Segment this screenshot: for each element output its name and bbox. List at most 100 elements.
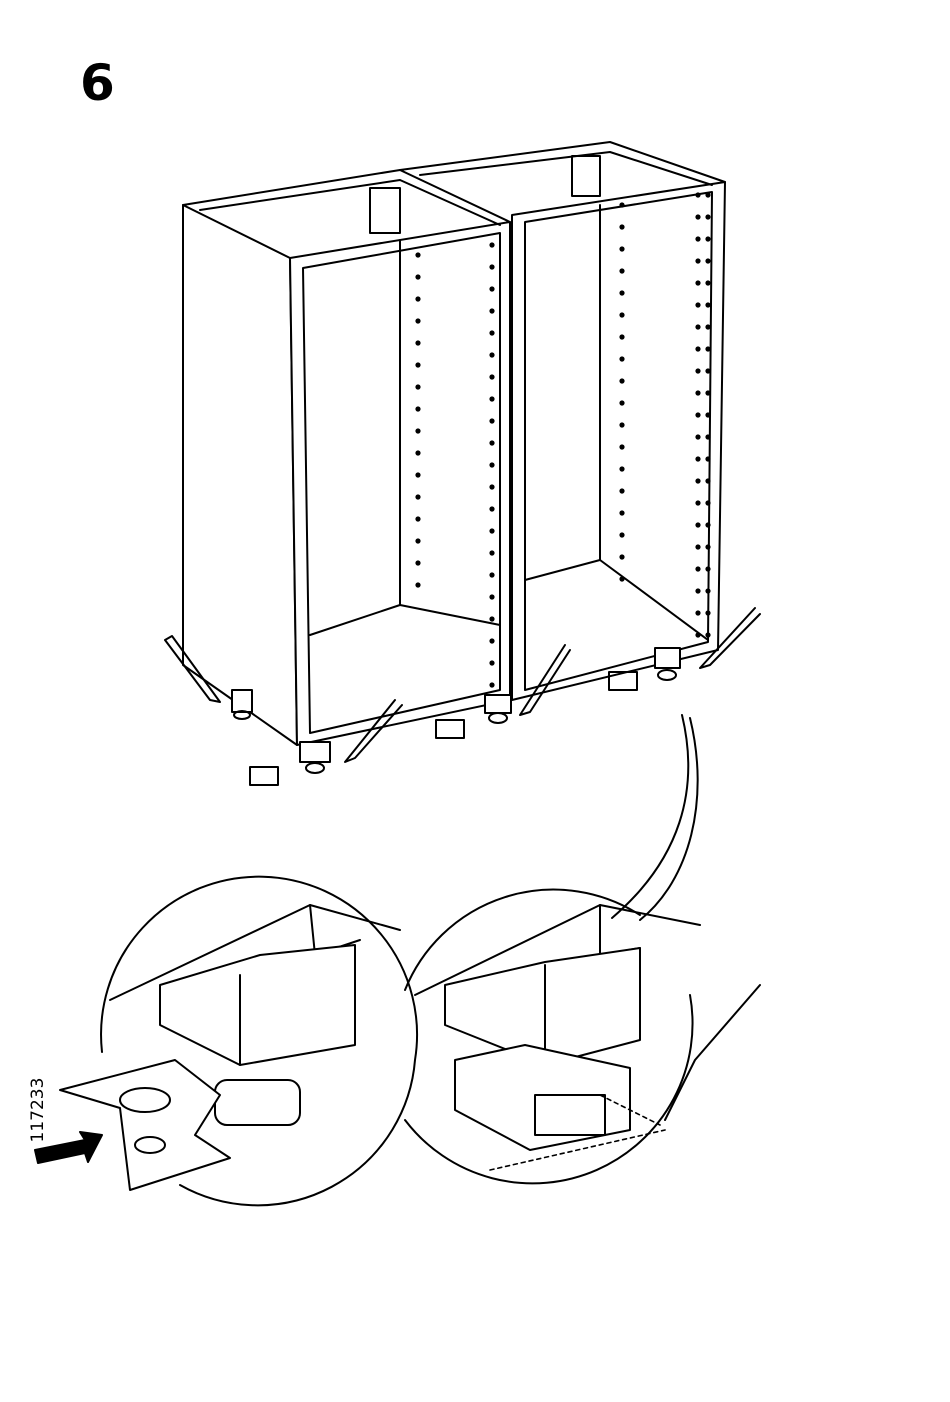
hole-dot [489,660,495,666]
hole-dot [695,214,701,220]
hole-dot [415,274,421,280]
hole-dot [695,192,701,198]
hole-dot [619,422,625,428]
legs [231,647,681,774]
hole-dot [415,384,421,390]
hole-dot [489,616,495,622]
hole-dot [695,522,701,528]
hole-dot [705,412,711,418]
hole-dot [415,582,421,588]
hole-dot [619,312,625,318]
hole-dot [415,516,421,522]
hole-dot [415,494,421,500]
hole-dot [619,224,625,230]
hole-dot [415,252,421,258]
hole-dot [415,450,421,456]
hole-dot [489,594,495,600]
hole-dot [415,318,421,324]
arrow-icon [34,1131,103,1164]
hole-dot [695,346,701,352]
hole-dot [695,412,701,418]
clips [249,671,638,786]
hole-dot [415,296,421,302]
hole-dot [619,400,625,406]
hole-dot [489,550,495,556]
hole-dot [705,390,711,396]
hole-dot [619,268,625,274]
hole-dot [705,214,711,220]
hole-dot [415,406,421,412]
hole-dot [705,258,711,264]
hole-dot [489,396,495,402]
hole-dot [489,528,495,534]
hole-dot [705,280,711,286]
hole-dot [705,192,711,198]
hole-dot [619,554,625,560]
hole-dot [695,500,701,506]
hole-dot [695,280,701,286]
hole-dot [705,522,711,528]
hole-dot [695,302,701,308]
hole-dot [619,510,625,516]
callout-curve [611,714,690,919]
shelf-holes [415,192,711,688]
hole-dot [415,340,421,346]
hole-dot [489,374,495,380]
hole-dot [489,352,495,358]
hole-dot [489,484,495,490]
hole-dot [489,638,495,644]
hole-dot [489,264,495,270]
hole-dot [705,544,711,550]
hole-dot [489,286,495,292]
hole-dot [695,632,701,638]
hole-dot [489,242,495,248]
hole-dot [619,334,625,340]
step-number: 6 [80,54,115,112]
hole-dot [695,324,701,330]
hole-dot [695,236,701,242]
hole-dot [705,610,711,616]
hole-dot [695,478,701,484]
hole-dot [619,576,625,582]
hole-dot [489,506,495,512]
hole-dot [695,588,701,594]
hole-dot [695,258,701,264]
hole-dot [695,368,701,374]
right-cabinet-frame [399,141,726,701]
hole-dot [619,246,625,252]
hole-dot [619,202,625,208]
hole-dot [705,346,711,352]
hole-dot [695,434,701,440]
detail-circle-left [59,875,418,1207]
hole-dot [705,456,711,462]
pencil-icons [164,607,761,763]
left-cabinet-frame [182,169,511,746]
hole-dot [415,538,421,544]
hole-dot [705,236,711,242]
hole-dot [619,488,625,494]
hole-dot [489,572,495,578]
hole-dot [695,544,701,550]
hole-dot [695,390,701,396]
hole-dot [705,434,711,440]
hole-dot [619,356,625,362]
hole-dot [415,472,421,478]
hole-dot [489,330,495,336]
hole-dot [619,378,625,384]
hole-dot [415,362,421,368]
hole-dot [489,462,495,468]
hole-dot [705,500,711,506]
hole-dot [415,560,421,566]
hole-dot [489,682,495,688]
hole-dot [415,428,421,434]
hole-dot [619,290,625,296]
hole-dot [619,532,625,538]
hole-dot [705,368,711,374]
hole-dot [705,566,711,572]
hole-dot [695,456,701,462]
hole-dot [619,466,625,472]
hole-dot [695,610,701,616]
hole-dot [705,324,711,330]
hole-dot [489,308,495,314]
